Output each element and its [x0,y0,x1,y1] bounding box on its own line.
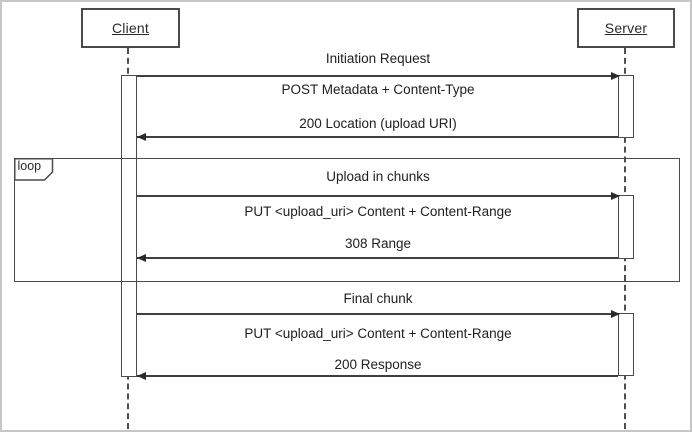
server-activation-bar-3 [618,313,634,376]
arrowhead-right-icon [611,310,620,318]
request-label: PUT <upload_uri> Content + Content-Range [244,204,512,219]
arrowhead-right-icon [611,192,620,200]
arrowhead-left-icon [137,372,146,380]
actor-box-server: Server [577,8,675,48]
loop-label: loop [17,158,42,173]
server-activation-bar-2 [618,195,634,259]
arrowhead-right-icon [611,72,620,80]
arrowhead-left-icon [137,254,146,262]
server-label: Server [604,20,648,36]
request-arrow-line [137,195,619,197]
response-arrow-line [137,375,618,377]
response-label: 200 Location (upload URI) [299,116,457,131]
message-title: Upload in chunks [326,169,430,184]
message-title: Initiation Request [325,51,431,66]
request-arrow-line [137,75,619,77]
request-label: PUT <upload_uri> Content + Content-Range [244,326,512,341]
server-activation-bar-1 [618,75,634,138]
request-label: POST Metadata + Content-Type [281,82,475,97]
client-label: Client [112,20,149,36]
response-arrow-line [137,257,618,259]
loop-pentagon-icon [13,157,53,181]
arrowhead-left-icon [137,133,146,141]
actor-box-client: Client [81,8,180,48]
response-label: 308 Range [344,236,412,251]
message-title: Final chunk [343,291,413,306]
client-activation-bar [121,75,137,377]
request-arrow-line [137,313,619,315]
loop-fragment-tag: loop [13,157,54,181]
response-arrow-line [137,136,618,138]
response-label: 200 Response [334,357,422,372]
